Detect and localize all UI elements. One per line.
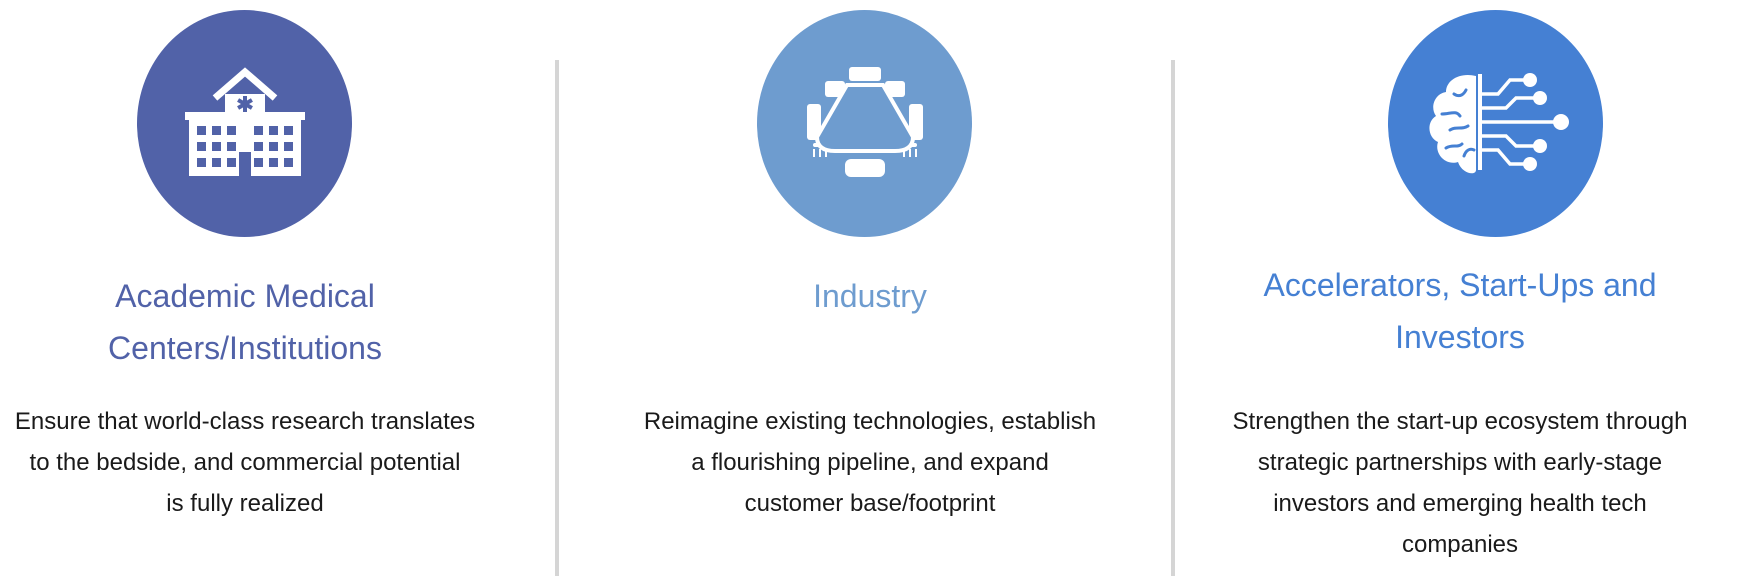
hospital-icon	[184, 66, 305, 176]
academic-description-line-1: Ensure that world-class research transla…	[14, 408, 476, 435]
industry-heading: Industry	[560, 270, 1180, 322]
accelerators-description-line-2: strategic partnerships with early-stage	[1257, 449, 1663, 476]
academic-description-line-2: to the bedside, and commercial potential	[29, 449, 461, 476]
accelerators-icon-circle	[1388, 10, 1603, 237]
academic-heading: Academic Medical Centers/Institutions	[0, 270, 490, 374]
industry-column: Industry Reimagine existing technologies…	[560, 0, 1180, 576]
brain-circuit-icon	[1428, 72, 1569, 173]
column-divider-1	[555, 60, 559, 576]
column-divider-2	[1171, 60, 1175, 576]
accelerators-description-line-1: Strengthen the start-up ecosystem throug…	[1232, 408, 1688, 435]
academic-description: Ensure that world-class research transla…	[0, 401, 490, 524]
accelerators-heading-line-2: Investors	[1395, 319, 1525, 355]
accelerators-description-line-3: investors and emerging health tech	[1273, 490, 1647, 517]
academic-heading-line-2: Centers/Institutions	[108, 330, 382, 366]
accelerators-description-line-4: companies	[1401, 531, 1519, 558]
industry-heading-line-1: Industry	[813, 278, 927, 314]
academic-heading-line-1: Academic Medical	[115, 278, 375, 314]
accelerators-description: Strengthen the start-up ecosystem throug…	[1180, 401, 1740, 565]
academic-icon-circle	[137, 10, 352, 237]
academic-description-line-3: is fully realized	[166, 490, 324, 517]
industry-description-line-1: Reimagine existing technologies, establi…	[643, 408, 1097, 435]
accelerators-heading: Accelerators, Start-Ups and Investors	[1180, 259, 1740, 363]
accelerators-column: Accelerators, Start-Ups and Investors St…	[1180, 0, 1740, 576]
academic-column: Academic Medical Centers/Institutions En…	[0, 0, 490, 576]
accelerators-heading-line-1: Accelerators, Start-Ups and	[1263, 267, 1657, 303]
conference-table-icon	[806, 66, 923, 177]
industry-description-line-3: customer base/footprint	[744, 490, 996, 517]
industry-icon-circle	[757, 10, 972, 237]
industry-description-line-2: a flourishing pipeline, and expand	[691, 449, 1049, 476]
industry-description: Reimagine existing technologies, establi…	[560, 401, 1180, 524]
